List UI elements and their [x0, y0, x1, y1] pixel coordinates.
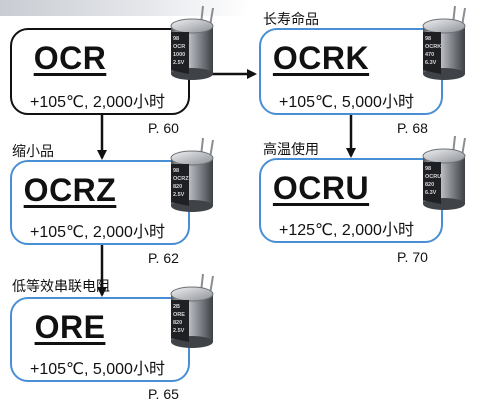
node-ore-title: ORE	[34, 309, 106, 345]
node-ore-caption: 低等效串联电阻	[12, 278, 110, 294]
svg-text:820: 820	[173, 320, 182, 326]
svg-text:ORE: ORE	[173, 312, 185, 318]
node-ocr: OCR +105℃, 2,000小时	[10, 28, 190, 115]
node-ocrk-page: P. 68	[397, 120, 428, 136]
capacitor-icon: 2B ORE 820 2.5V	[170, 273, 214, 348]
svg-text:OCRK: OCRK	[425, 44, 441, 50]
node-ocrz-title: OCRZ	[23, 172, 117, 208]
node-ore-spec: +105℃, 5,000小时	[30, 361, 165, 378]
node-ocrz-page: P. 62	[148, 250, 179, 266]
node-ocr-title: OCR	[33, 40, 107, 76]
svg-text:2.5V: 2.5V	[173, 192, 185, 198]
svg-text:2.5V: 2.5V	[173, 328, 185, 334]
svg-text:98: 98	[425, 166, 431, 172]
svg-text:OCRU: OCRU	[425, 174, 441, 180]
header-gradient-bar	[0, 0, 250, 16]
node-ocrk-spec: +105℃, 5,000小时	[279, 94, 414, 111]
node-ocr-page: P. 60	[148, 120, 179, 136]
node-ocrz-spec: +105℃, 2,000小时	[30, 224, 165, 241]
node-ocru-title: OCRU	[272, 170, 370, 206]
node-ore-page: P. 65	[148, 386, 179, 402]
node-ocru-page: P. 70	[397, 249, 428, 265]
svg-text:OCRZ: OCRZ	[173, 176, 189, 182]
svg-text:98: 98	[173, 168, 179, 174]
svg-text:98: 98	[173, 36, 179, 42]
node-ocr-spec: +105℃, 2,000小时	[30, 94, 165, 111]
svg-text:2B: 2B	[173, 304, 180, 310]
svg-text:820: 820	[425, 182, 434, 188]
svg-text:470: 470	[425, 52, 434, 58]
svg-text:2.5V: 2.5V	[173, 60, 185, 66]
node-ocru-spec: +125℃, 2,000小时	[279, 222, 414, 239]
svg-text:98: 98	[425, 36, 431, 42]
node-ocrk: OCRK +105℃, 5,000小时	[259, 28, 443, 115]
svg-text:OCR: OCR	[173, 44, 185, 50]
node-ocrz-caption: 缩小品	[12, 143, 54, 159]
node-ocru-caption: 高温使用	[263, 141, 319, 157]
svg-text:6.3V: 6.3V	[425, 60, 437, 66]
node-ocrk-caption: 长寿命品	[263, 11, 319, 27]
svg-text:1000: 1000	[173, 52, 185, 58]
svg-text:820: 820	[173, 184, 182, 190]
node-ocrk-title: OCRK	[272, 40, 370, 76]
svg-text:6.3V: 6.3V	[425, 190, 437, 196]
